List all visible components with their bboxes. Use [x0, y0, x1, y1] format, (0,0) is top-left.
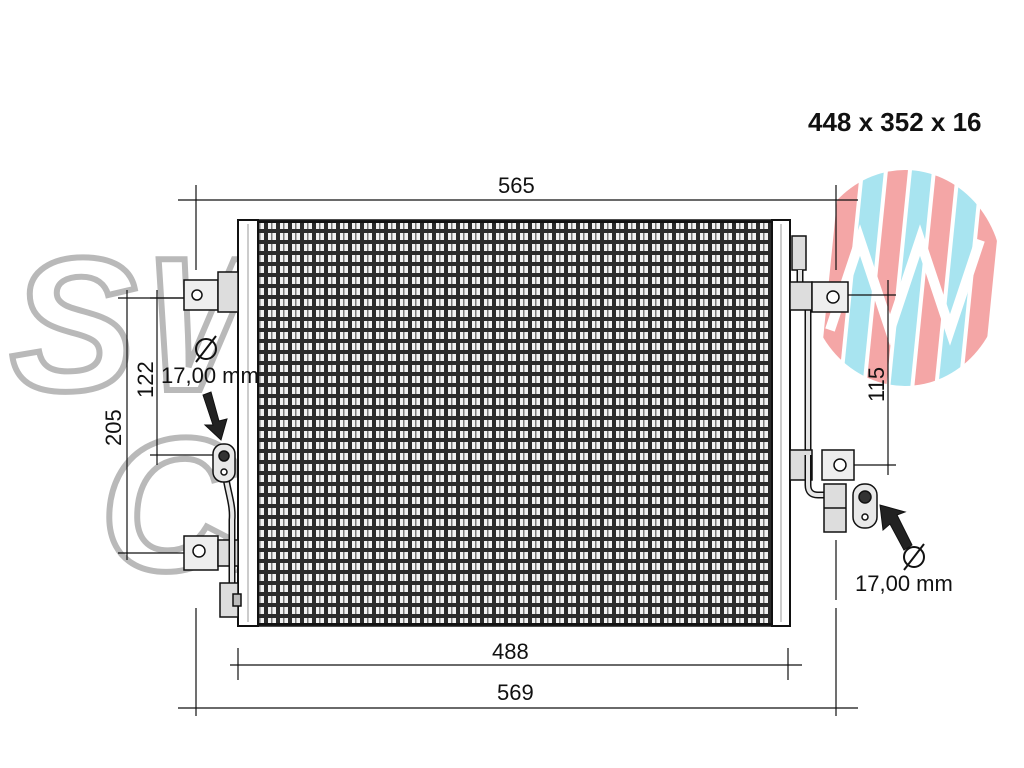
left-tank [237, 219, 259, 627]
dim-left-height-inner: 122 [133, 361, 158, 398]
right-diameter-symbol [903, 543, 925, 571]
dim-bottom-width: 569 [497, 680, 534, 705]
dim-top-width: 565 [498, 173, 535, 198]
dim-left-height-outer: 205 [101, 409, 126, 446]
right-lower-bracket [789, 449, 855, 481]
right-connector [852, 483, 878, 529]
dim-core-width: 488 [492, 639, 529, 664]
right-diameter-label: 17,00 mm [855, 571, 953, 596]
dim-right-height: 115 [864, 367, 889, 402]
left-lower-bracket [183, 535, 239, 571]
left-diameter-symbol [195, 335, 217, 363]
right-upper-pipe [791, 235, 812, 455]
right-upper-bracket [789, 281, 849, 313]
left-upper-bracket [183, 271, 239, 313]
right-outlet-pipe [804, 455, 847, 533]
right-flow-arrow [879, 504, 913, 551]
condenser-core [257, 219, 773, 627]
watermark-logo [807, 170, 1003, 386]
left-flow-arrow [202, 391, 228, 441]
left-diameter-label: 17,00 mm [161, 363, 259, 388]
left-connector [212, 443, 236, 483]
overall-size-label: 448 x 352 x 16 [808, 107, 982, 137]
right-tank [771, 219, 791, 627]
